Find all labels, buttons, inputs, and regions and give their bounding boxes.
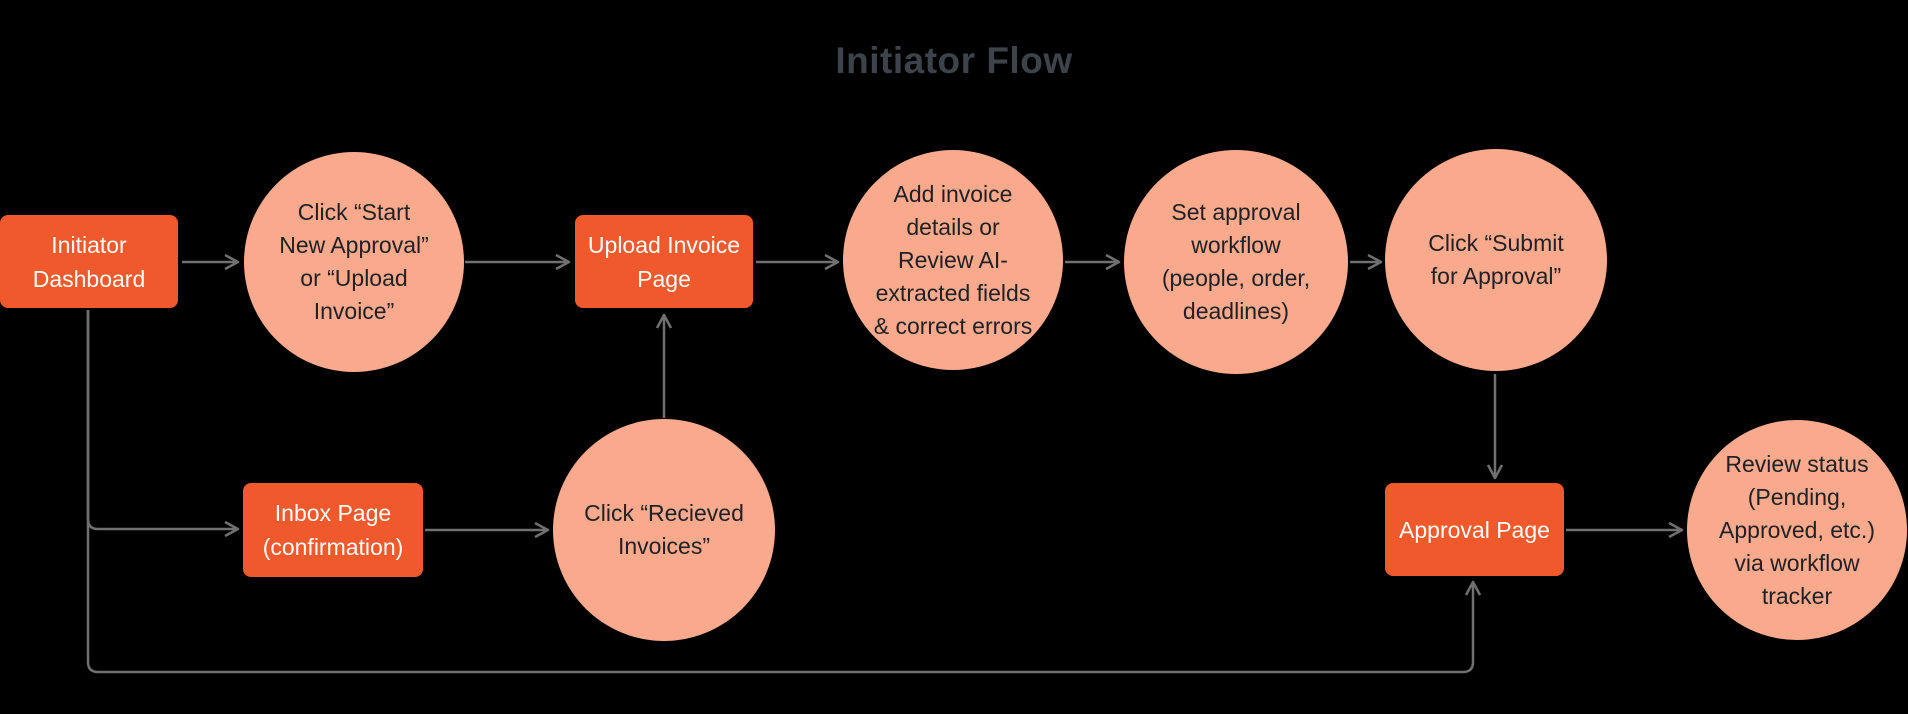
connector-dashboard-to-approval-page-feedback: [86, 310, 1482, 674]
node-add-invoice-details: Add invoice details or Review AI- extrac…: [843, 150, 1063, 370]
node-upload-invoice-page-label: Upload Invoice Page: [587, 231, 741, 292]
node-approval-page-label: Approval Page: [1399, 516, 1550, 543]
node-start-new-approval-label: Click “Start New Approval” or “Upload In…: [279, 199, 429, 324]
node-add-invoice-details-label: Add invoice details or Review AI- extrac…: [873, 180, 1033, 339]
node-upload-invoice-page: Upload Invoice Page: [575, 215, 753, 308]
node-submit-for-approval: Click “Submit for Approval”: [1385, 149, 1607, 371]
node-approval-page: Approval Page: [1385, 483, 1564, 576]
node-review-status-label: Review status (Pending, Approved, etc.) …: [1719, 450, 1875, 609]
node-submit-for-approval-label: Click “Submit for Approval”: [1428, 230, 1564, 289]
node-received-invoices: Click “Recieved Invoices”: [553, 419, 775, 641]
connector-dashboard-to-inbox-page: [86, 310, 240, 538]
node-received-invoices-label: Click “Recieved Invoices”: [584, 500, 744, 559]
node-review-status: Review status (Pending, Approved, etc.) …: [1687, 420, 1907, 640]
diagram-title: Initiator Flow: [835, 40, 1073, 81]
node-inbox-page-label: Inbox Page (confirmation): [262, 500, 404, 560]
node-start-new-approval: Click “Start New Approval” or “Upload In…: [244, 152, 464, 372]
node-initiator-dashboard: Initiator Dashboard: [0, 215, 178, 308]
node-initiator-dashboard-label: Initiator Dashboard: [32, 231, 146, 292]
node-inbox-page: Inbox Page (confirmation): [243, 483, 423, 577]
node-set-approval-workflow: Set approval workflow (people, order, de…: [1124, 150, 1348, 374]
node-set-approval-workflow-label: Set approval workflow (people, order, de…: [1161, 199, 1311, 324]
